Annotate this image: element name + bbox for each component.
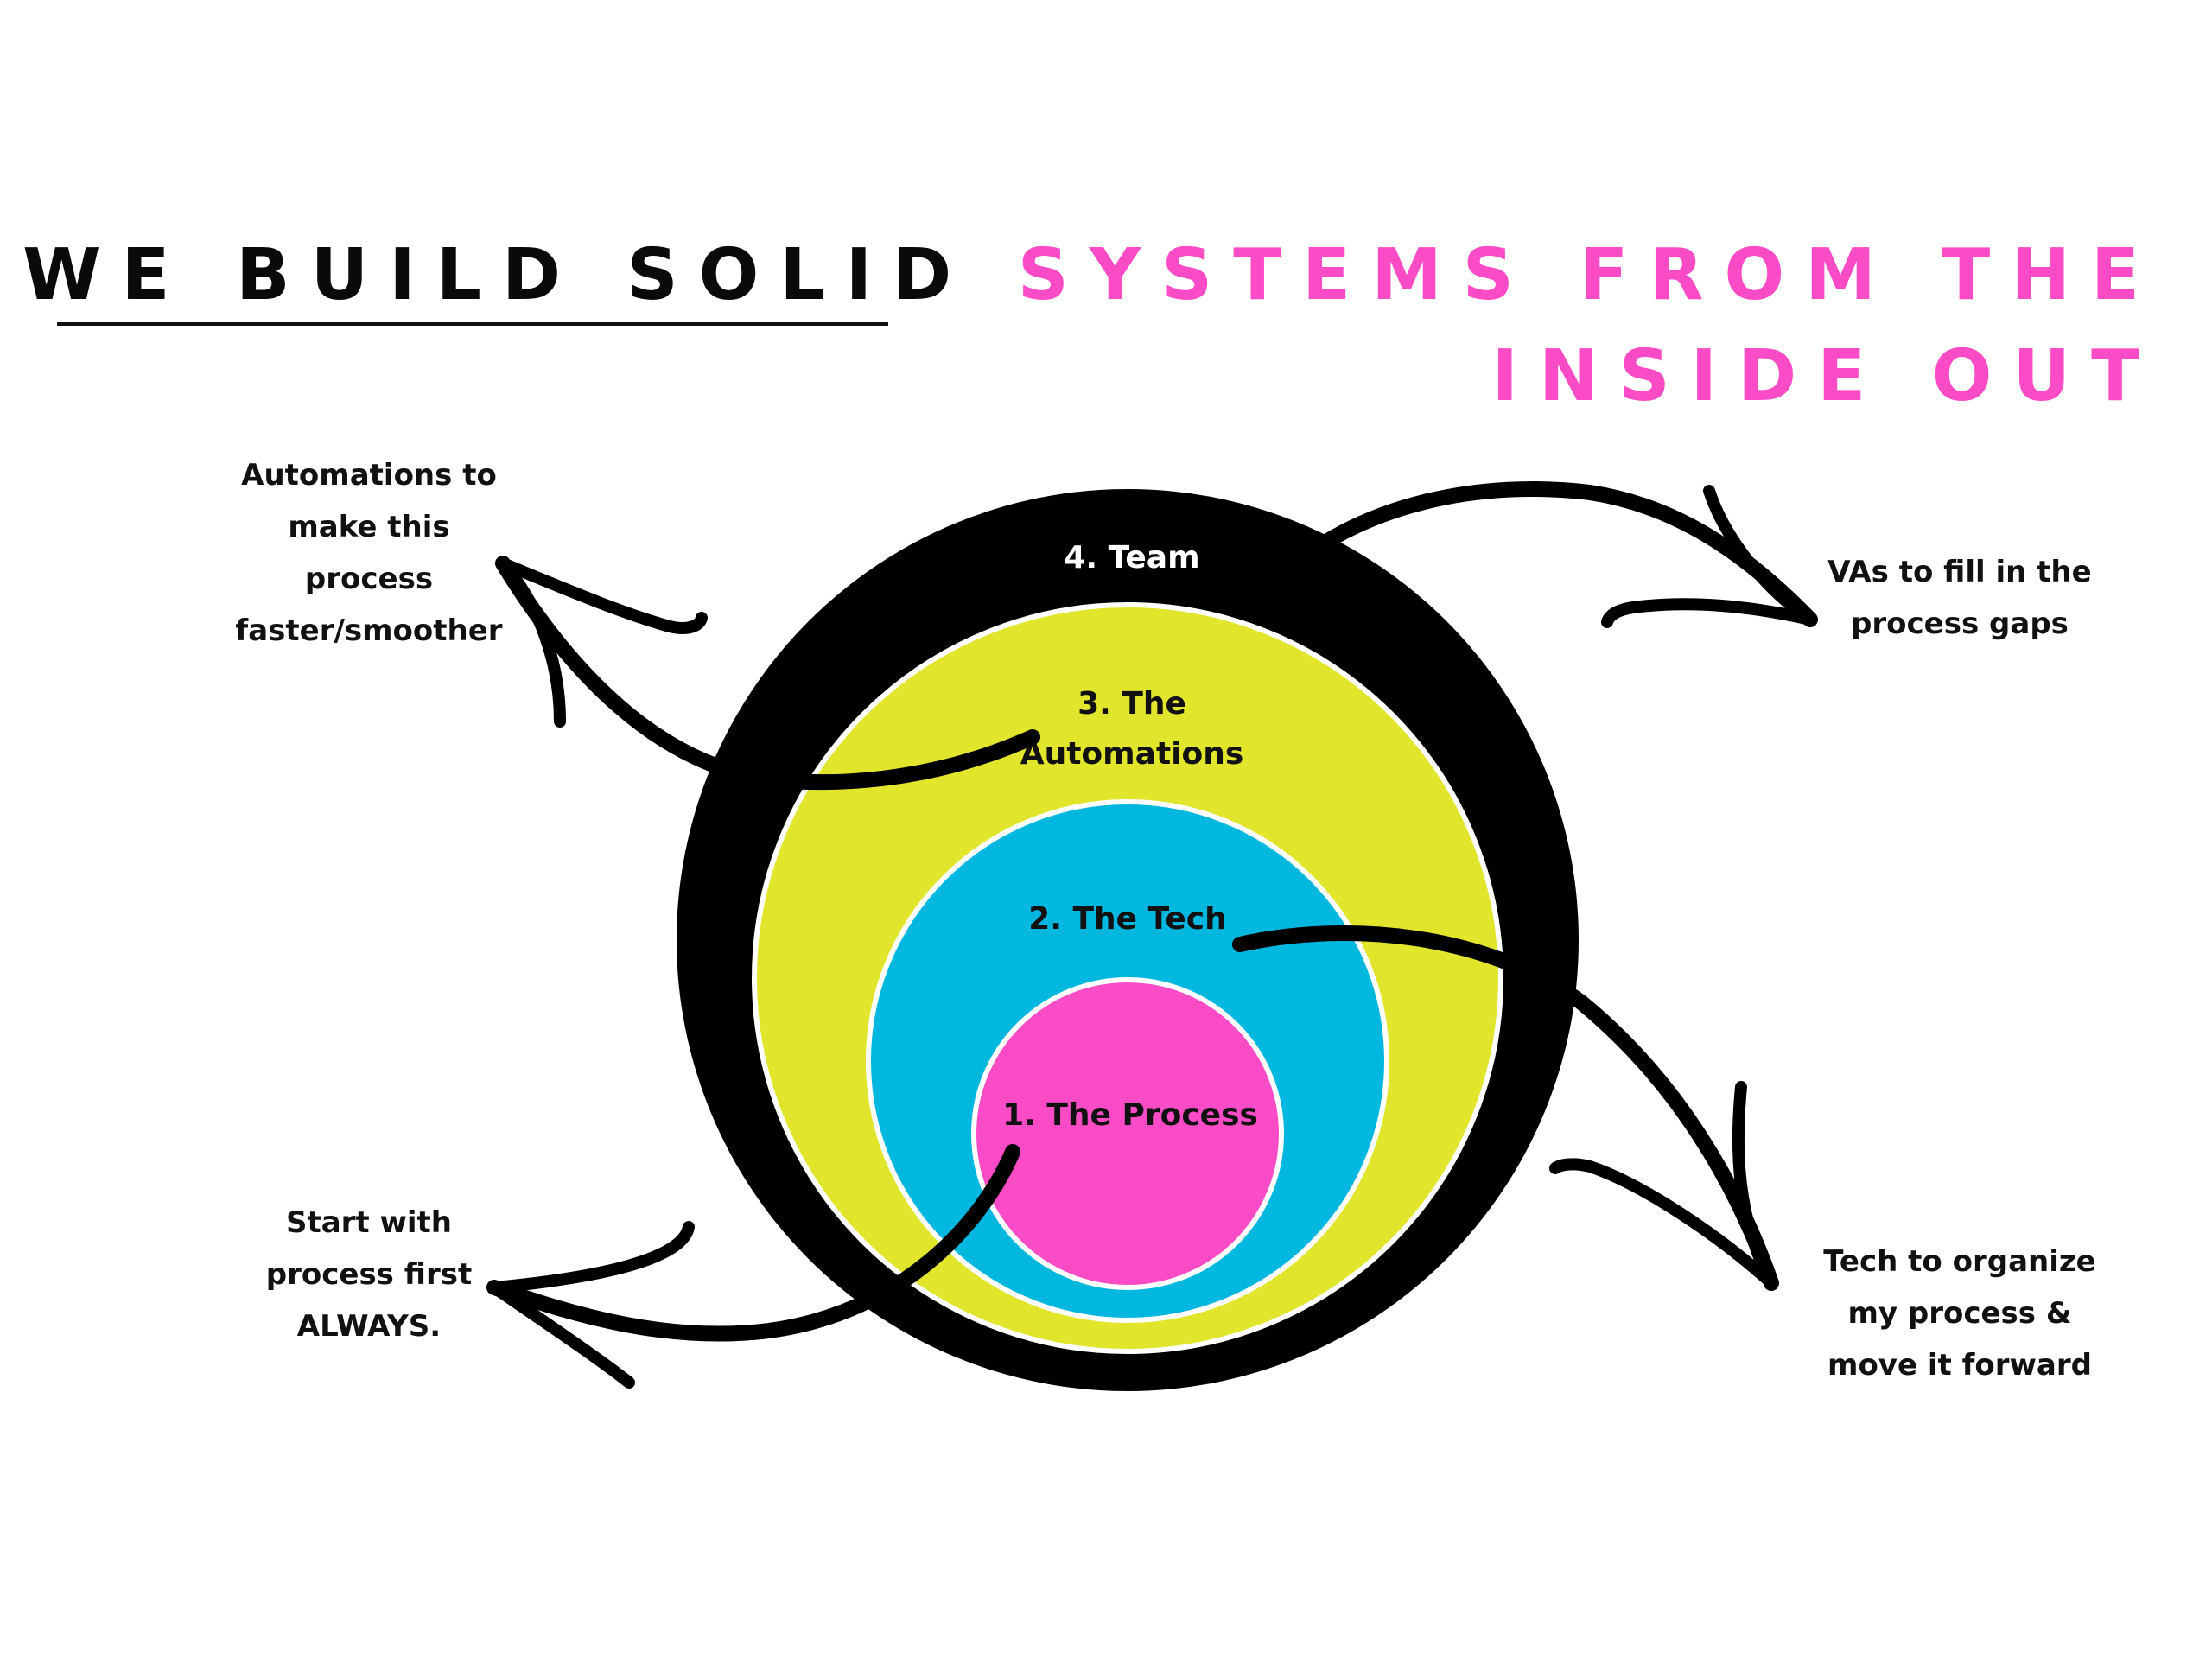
note-process-line: ALWAYS. xyxy=(296,1309,442,1344)
title-underline xyxy=(57,322,888,326)
note-process-line: Start with xyxy=(285,1205,453,1240)
ring-process xyxy=(971,977,1284,1290)
note-tech: Tech to organize my process & move it fo… xyxy=(1778,1236,2141,1391)
note-vas: VAs to fill in the process gaps xyxy=(1778,546,2141,650)
note-vas-line: VAs to fill in the xyxy=(1827,555,2092,589)
arrow-automations xyxy=(495,556,1040,791)
title-dark-text: WE BUILD SOLID xyxy=(22,234,973,316)
arrow-tech-head xyxy=(1549,1081,1777,1289)
ring-label-process: 1. The Process xyxy=(1002,1097,1258,1133)
arrow-team-head xyxy=(1601,485,1816,628)
note-automations-line: make this xyxy=(288,510,450,544)
note-automations-line: faster/smoother xyxy=(235,613,503,648)
ring-label-team: 4. Team xyxy=(1064,540,1199,575)
arrow-process-head xyxy=(488,1221,695,1389)
note-tech-line: my process & xyxy=(1847,1296,2072,1331)
note-tech-line: Tech to organize xyxy=(1823,1244,2096,1279)
arrow-process xyxy=(486,1144,1020,1342)
title-line-1: WE BUILD SOLID SYSTEMS FROM THE xyxy=(22,240,2160,311)
note-automations: Automations to make this process faster/… xyxy=(188,449,550,657)
ring-label-tech: 2. The Tech xyxy=(1028,901,1227,937)
arrow-automations-head xyxy=(497,557,708,728)
note-automations-line: Automations to xyxy=(241,458,497,493)
title-line-2: INSIDE OUT xyxy=(1491,341,2160,412)
ring-label-automations-1: 3. The xyxy=(1077,686,1186,721)
title-pink-text-2: INSIDE OUT xyxy=(1491,335,2160,417)
note-process: Start with process first ALWAYS. xyxy=(188,1197,550,1352)
ring-label-automations-2: Automations xyxy=(1020,736,1244,772)
arrow-tech xyxy=(1232,925,1779,1291)
note-process-line: process first xyxy=(265,1257,473,1292)
note-tech-line: move it forward xyxy=(1827,1348,2092,1382)
title-pink-text-1: SYSTEMS FROM THE xyxy=(1017,234,2160,316)
note-automations-line: process xyxy=(304,562,434,596)
note-vas-line: process gaps xyxy=(1851,607,2069,641)
